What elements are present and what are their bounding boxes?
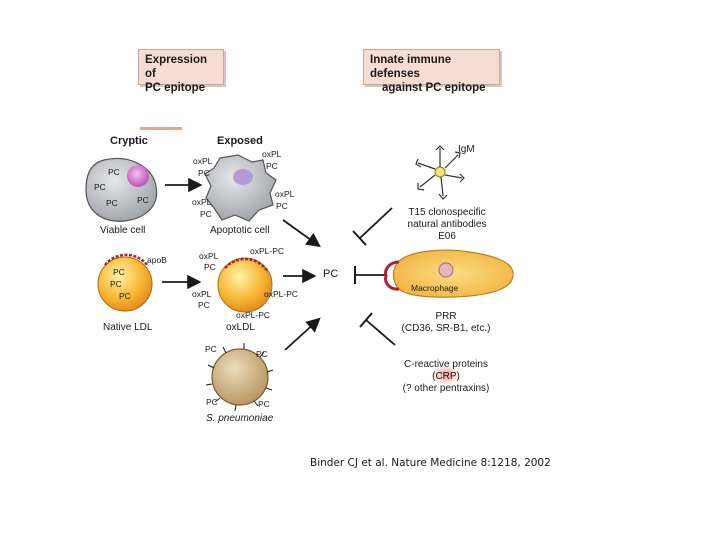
expression-header: Expression of PC epitope (138, 49, 224, 94)
oxldl-tag-4: oxPL (192, 289, 212, 299)
crp-block-line (365, 319, 396, 346)
crp-label: C-reactive proteins (CRP) (? other pentr… (395, 359, 497, 395)
native-ldl-label: Native LDL (103, 322, 153, 333)
prr-line2: (CD36, SR-B1, etc.) (401, 323, 491, 334)
apoptotic-tag-3: oxPL (262, 149, 282, 159)
pneumo-pc-2: PC (256, 349, 268, 359)
inhibition-lines (352, 207, 396, 346)
pc-center-label: PC (323, 268, 339, 280)
antibody-block-line (359, 207, 393, 239)
oxldl-icon (217, 257, 273, 313)
defenses-header-line2: against PC epitope (382, 82, 486, 94)
antibodies-line1: T15 clonospecific (408, 207, 486, 218)
apoptotic-cell-icon (204, 154, 277, 222)
pneumo-pc-4: PC (258, 399, 270, 409)
crp-line3: (? other pentraxins) (402, 383, 490, 394)
crp-glow-icon (432, 365, 460, 385)
crp-line2: (CRP) (432, 371, 460, 382)
viable-pc-1: PC (108, 167, 120, 177)
pneumoniae-icon (205, 343, 274, 412)
apoptotic-tag-1: oxPL (193, 156, 213, 166)
oxldl-tag-6: oxPL-PC (264, 289, 299, 299)
pneumo-pc-1: PC (205, 344, 217, 354)
exposed-title: Exposed (217, 135, 263, 147)
prr-label: PRR (CD36, SR-B1, etc.) (395, 311, 497, 335)
ldl-pc-3: PC (119, 291, 131, 301)
apoptotic-tag-7: oxPL (275, 189, 295, 199)
oxldl-tag-3: oxPL-PC (250, 246, 285, 256)
apoptotic-tag-4: PC (266, 161, 278, 171)
apoptotic-tag-5: oxPL (192, 197, 212, 207)
receptor-icon (384, 260, 400, 291)
apob-band-icon (104, 253, 150, 267)
macrophage-label: Macrophage (411, 283, 459, 293)
ldl-pc-2: PC (110, 279, 122, 289)
apoptotic-to-pc-arrow (282, 219, 321, 248)
expression-header-line2: PC epitope (145, 82, 206, 94)
viable-pc-2: PC (94, 182, 106, 192)
cryptic-title: Cryptic (110, 135, 148, 147)
igm-label: IgM (458, 144, 475, 155)
pneumo-pc-3: PC (206, 397, 218, 407)
apoptotic-tag-8: PC (276, 201, 288, 211)
nucleus-icon (127, 165, 149, 187)
ldl-pc-1: PC (113, 267, 125, 277)
expression-header-line1: Expression of (145, 54, 207, 80)
crp-line1: C-reactive proteins (404, 359, 488, 370)
viable-pc-4: PC (137, 195, 149, 205)
oxldl-tag-7: oxPL-PC (236, 310, 271, 320)
viable-cell-icon (85, 158, 158, 222)
flow-arrows (162, 177, 321, 351)
defenses-header-line1: Innate immune defenses (370, 54, 452, 80)
antibodies-line3: E06 (438, 231, 456, 242)
accent-bar (140, 127, 182, 130)
apob-label: apoB (147, 255, 167, 265)
antibodies-line2: natural antibodies (407, 219, 487, 230)
viable-pc-3: PC (106, 198, 118, 208)
igm-icon (415, 145, 465, 200)
native-ldl-icon (97, 253, 153, 312)
oxldl-tag-5: PC (198, 300, 210, 310)
apoptotic-nucleus-icon (233, 169, 253, 185)
apoptotic-cell-label: Apoptotic cell (210, 225, 270, 236)
pneumoniae-to-pc-arrow (284, 317, 321, 351)
apoptotic-tag-2: PC (198, 168, 210, 178)
citation: Binder CJ et al. Nature Medicine 8:1218,… (310, 457, 551, 469)
pneumoniae-label: S. pneumoniae (206, 413, 274, 424)
oxldl-label: oxLDL (226, 322, 255, 333)
apoptotic-tag-6: PC (200, 209, 212, 219)
viable-cell-label: Viable cell (100, 225, 146, 236)
oxldl-tag-1: oxPL (199, 251, 219, 261)
oxldl-tag-2: PC (204, 262, 216, 272)
defenses-header: Innate immune defenses against PC epitop… (363, 49, 500, 94)
macrophage-nucleus-icon (438, 262, 454, 278)
prr-line1: PRR (435, 311, 457, 322)
macrophage-icon (384, 249, 514, 298)
antibodies-label: T15 clonospecific natural antibodies E06 (396, 207, 498, 243)
